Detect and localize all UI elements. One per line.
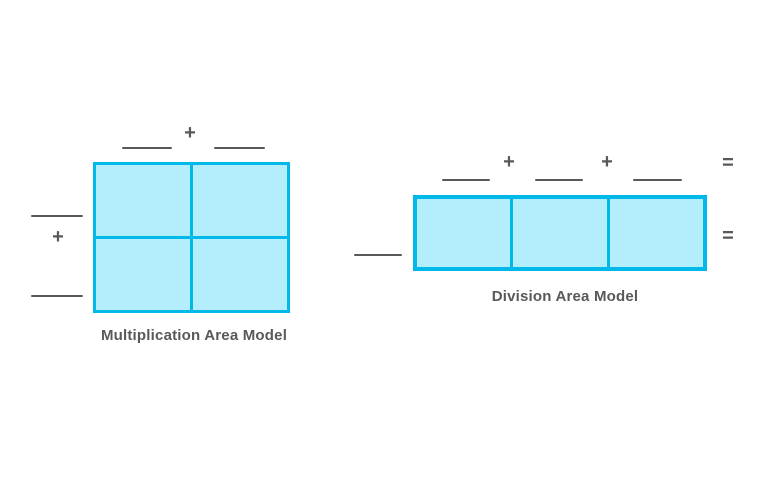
mult-cell-bottom-right (193, 239, 287, 310)
mult-cell-bottom-left (96, 239, 190, 310)
mult-left-blank-2 (31, 295, 83, 297)
div-cell-3 (609, 199, 703, 267)
div-left-blank (354, 254, 402, 256)
div-equals-operator-right: = (722, 225, 734, 247)
mult-left-plus-operator: + (52, 226, 64, 248)
mult-top-plus-operator: + (184, 122, 196, 144)
multiplication-model-title: Multiplication Area Model (100, 327, 288, 344)
mult-cell-top-left (96, 165, 190, 236)
mult-top-blank-1 (122, 147, 172, 149)
mult-cell-top-right (193, 165, 287, 236)
div-top-blank-2 (535, 179, 583, 181)
division-grid (413, 195, 707, 271)
div-cell-2 (513, 199, 607, 267)
div-top-blank-3 (633, 179, 682, 181)
div-plus-operator-1: + (503, 151, 515, 173)
mult-left-blank-1 (31, 215, 83, 217)
div-top-blank-1 (442, 179, 490, 181)
div-equals-operator-top: = (722, 152, 734, 174)
div-plus-operator-2: + (601, 151, 613, 173)
mult-top-blank-2 (214, 147, 265, 149)
div-cell-1 (417, 199, 511, 267)
multiplication-grid (93, 162, 290, 313)
division-model-title: Division Area Model (491, 288, 639, 305)
